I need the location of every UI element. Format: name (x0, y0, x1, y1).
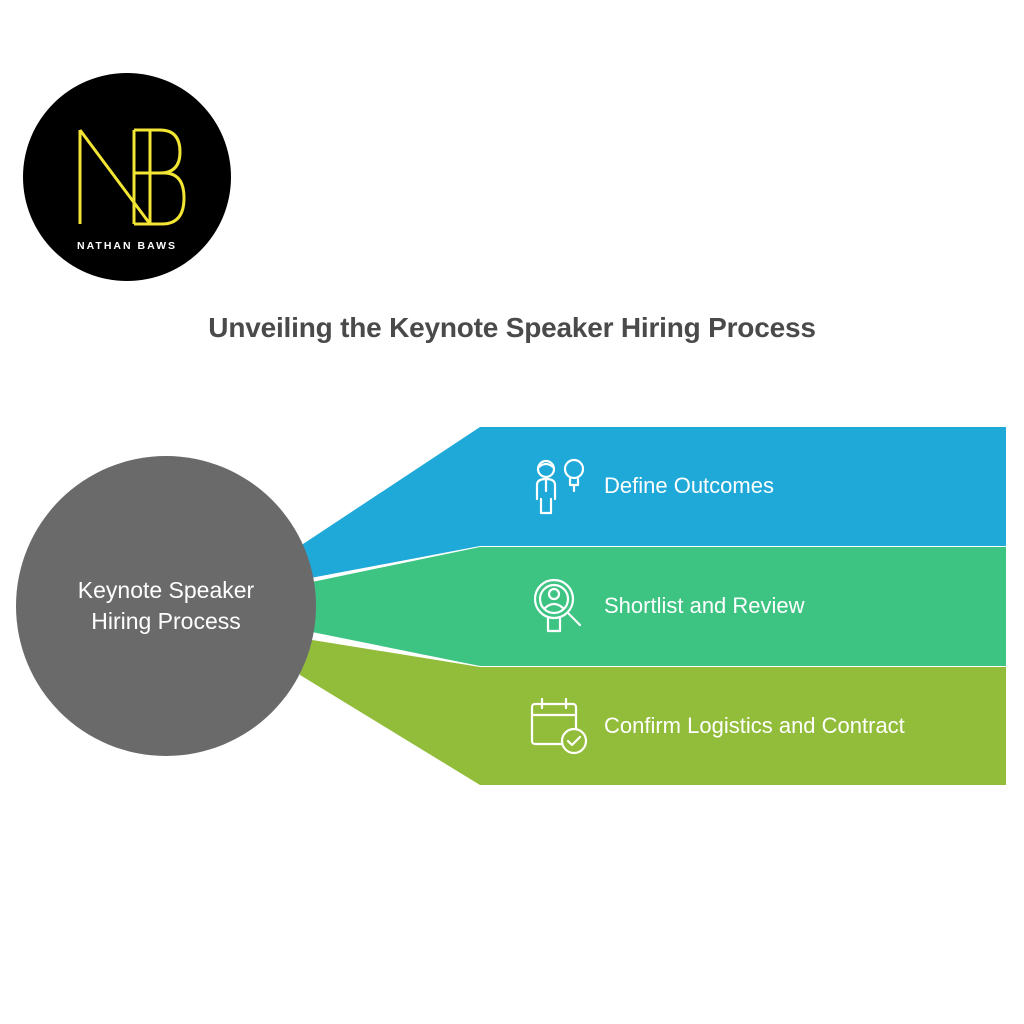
page-title: Unveiling the Keynote Speaker Hiring Pro… (208, 312, 816, 343)
person-magnifier-icon (526, 573, 592, 639)
step-define-outcomes: Define Outcomes (526, 427, 774, 545)
center-circle (16, 456, 316, 756)
step-band-define-outcomes (300, 427, 1006, 580)
nathan-baws-logo: NATHAN BAWS (23, 73, 231, 281)
center-label-text: Keynote Speaker Hiring Process (77, 577, 255, 634)
person-with-idea-bulb-icon (526, 453, 592, 519)
center-label: Keynote Speaker Hiring Process (16, 526, 316, 686)
step-label-confirm-logistics: Confirm Logistics and Contract (604, 713, 905, 738)
step-band-shortlist-review (312, 547, 1006, 666)
step-band-confirm-logistics (300, 638, 1006, 785)
step-confirm-logistics: Confirm Logistics and Contract (526, 667, 905, 785)
logo-name: NATHAN BAWS (77, 240, 177, 252)
step-label-define-outcomes: Define Outcomes (604, 473, 774, 498)
calendar-check-icon (526, 693, 592, 759)
step-shortlist-review: Shortlist and Review (526, 547, 805, 665)
step-label-shortlist-review: Shortlist and Review (604, 593, 805, 618)
